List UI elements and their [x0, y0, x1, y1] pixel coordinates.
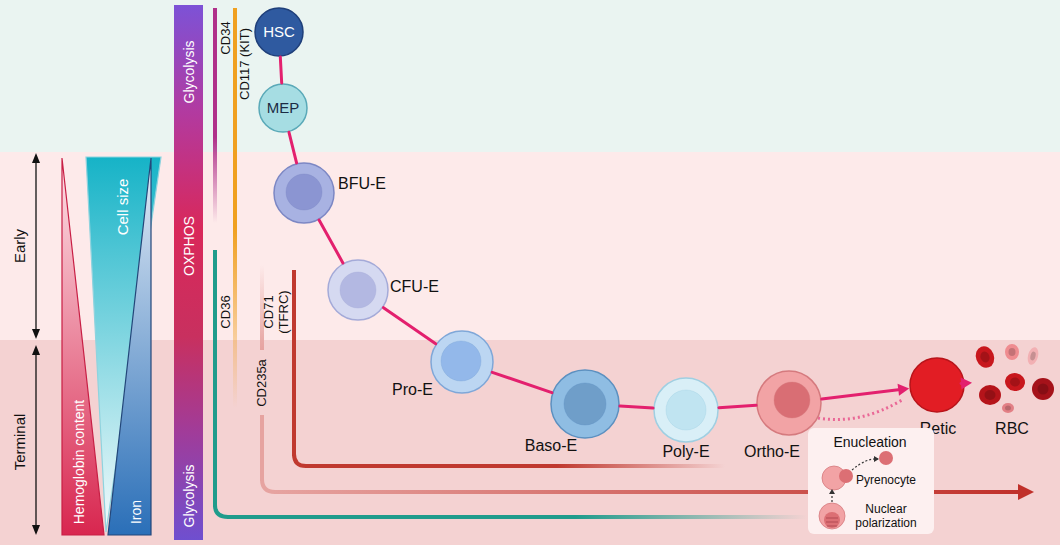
node-label: Poly-E: [662, 443, 709, 461]
node-label: Ortho-E: [744, 443, 800, 461]
lineage-connector: [383, 308, 435, 344]
cell-shape: [653, 377, 719, 443]
cell-shape: [430, 330, 494, 394]
progenitor-cell: CFU-E: [327, 259, 389, 321]
lineage-connector: [280, 57, 281, 83]
cell-shape: [327, 259, 389, 321]
erythroblast: Poly-E: [653, 377, 719, 443]
node-text: Pyrenocyte: [856, 474, 916, 488]
node-label: BFU-E: [338, 175, 386, 193]
progenitor-cell: BFU-E: [273, 162, 335, 224]
lineage-connector: [492, 372, 552, 392]
lineage-connector: [822, 384, 909, 399]
node-label: MEP: [267, 99, 300, 116]
enucleation-box: EnucleationPyrenocyteNuclear polarizatio…: [808, 428, 934, 534]
marker-label: CD36: [219, 295, 234, 328]
node-text: Glycolysis: [181, 464, 197, 527]
node-label: CFU-E: [390, 278, 439, 296]
erythroblast: Pro-E: [430, 330, 494, 394]
lineage-connector: [319, 220, 343, 263]
node-label: Pro-E: [392, 381, 433, 399]
node-text: Nuclear polarization: [846, 503, 926, 531]
cell-shape: [756, 370, 822, 436]
lineage-connector: [961, 377, 972, 389]
lineage-connector: [289, 132, 297, 163]
triangle-shape: [106, 156, 153, 537]
reticulocyte: Retic: [909, 357, 965, 413]
node-text: OXPHOS: [181, 216, 197, 276]
node-label: Baso-E: [525, 437, 577, 455]
lineage-connector: [620, 406, 653, 408]
cell-shape: [273, 162, 335, 224]
arrow-head: [898, 384, 910, 396]
stem-cell: HSC: [254, 7, 304, 57]
marker-label: CD235a: [255, 359, 270, 407]
node-label: Glycolysis: [181, 40, 197, 103]
gradient-triangle: Iron: [106, 156, 153, 537]
marker-label: CD117 (KIT): [238, 28, 253, 100]
erythroblast: Ortho-E: [756, 370, 822, 436]
progenitor-cell: MEP: [258, 83, 308, 133]
arrow-head: [961, 377, 972, 389]
stage-label: Terminal: [11, 414, 28, 471]
cell-shape: [550, 369, 620, 439]
node-label: Enucleation: [833, 434, 906, 450]
red-blood-cells: RBC: [972, 342, 1056, 418]
erythroblast: Baso-E: [550, 369, 620, 439]
node-label: Iron: [128, 500, 144, 524]
stage-label: Early: [11, 229, 28, 263]
lineage-connector: [719, 405, 756, 408]
marker-label: CD34: [219, 21, 234, 54]
marker-label: CD71 (TFRC): [262, 287, 292, 337]
node-label: Cell size: [114, 179, 131, 236]
cell-shape: [909, 357, 965, 413]
rbc-cluster: [972, 342, 1056, 418]
node-label: HSC: [263, 23, 295, 40]
metabolism-bar: GlycolysisOXPHOSGlycolysis: [174, 5, 203, 540]
node-label: RBC: [995, 420, 1029, 438]
node-label: Hemoglobin content: [71, 400, 87, 525]
